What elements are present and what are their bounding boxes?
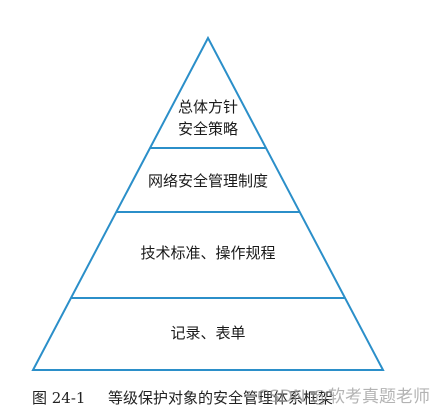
tier-1-line-1: 总体方针 — [178, 98, 238, 116]
figure-caption: 等级保护对象的安全管理体系框架 — [108, 389, 333, 407]
tier-3-label: 技术标准、操作规程 — [140, 244, 275, 262]
pyramid-outline — [31, 35, 385, 371]
tier-1-line-2: 安全策略 — [178, 120, 238, 138]
tier-2-label: 网络安全管理制度 — [148, 172, 268, 190]
figure-number: 图 24-1 — [32, 389, 85, 407]
watermark: CSDN @软考真题老师 — [257, 387, 430, 407]
tier-4-label: 记录、表单 — [170, 324, 245, 342]
